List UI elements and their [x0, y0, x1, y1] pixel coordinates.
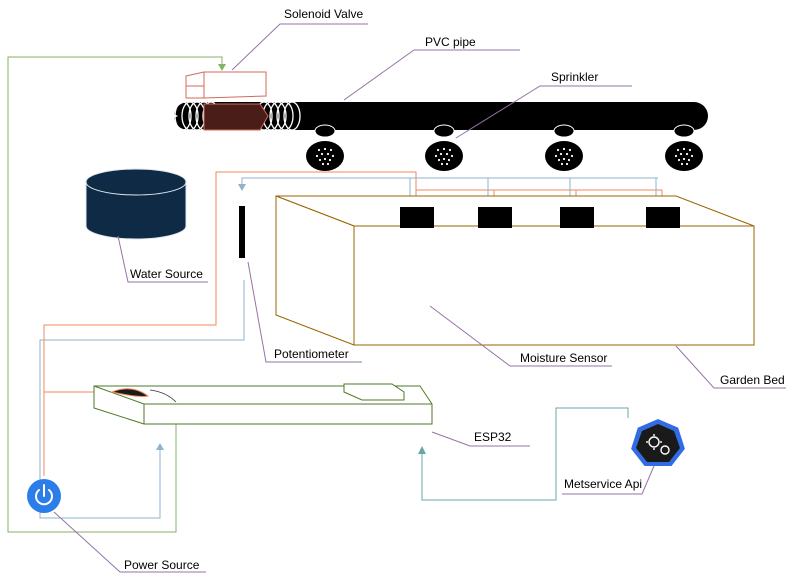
callout-sprinkler — [455, 85, 632, 139]
sprinkler-4 — [665, 124, 703, 171]
blue-arrow-esp32 — [156, 443, 164, 450]
api-arrow-esp32 — [418, 446, 426, 454]
label-sprinkler: Sprinkler — [551, 70, 598, 84]
metservice-api-badge — [628, 416, 688, 468]
esp32-board — [93, 383, 433, 425]
sprinkler-3 — [545, 124, 583, 171]
blue-sensor-wire — [241, 177, 658, 185]
label-power-source: Power Source — [124, 558, 200, 572]
callout-esp32 — [431, 431, 530, 447]
callout-potentiometer — [247, 261, 362, 363]
callout-power-source — [53, 511, 206, 573]
power-source-button — [27, 479, 61, 513]
green-power-wire — [7, 56, 223, 533]
label-potentiometer: Potentiometer — [274, 347, 349, 361]
power-icon — [35, 484, 53, 506]
callout-garden-bed — [675, 345, 786, 389]
water-source-tank — [85, 168, 187, 240]
blue-potentiometer-wire — [39, 280, 245, 519]
label-metservice-api: Metservice Api — [564, 477, 642, 491]
blue-arrow-potentiometer — [238, 184, 246, 191]
kubernetes-style-api-icon — [646, 434, 670, 455]
moisture-sensors — [400, 207, 680, 228]
garden-bed — [275, 195, 755, 346]
label-esp32: ESP32 — [474, 430, 512, 444]
label-moisture-sensor: Moisture Sensor — [520, 351, 607, 365]
label-garden-bed: Garden Bed — [720, 373, 785, 387]
callout-pvc-pipe — [343, 49, 520, 101]
label-solenoid-valve: Solenoid Valve — [284, 7, 363, 21]
callout-water-source — [117, 235, 208, 283]
callout-lines — [53, 23, 786, 573]
sprinklers — [306, 124, 703, 171]
sprinkler-2 — [425, 124, 463, 171]
callout-moisture-sensor — [429, 305, 612, 367]
label-water-source: Water Source — [130, 267, 203, 281]
callout-metservice-api — [562, 465, 655, 495]
orange-sensor-wire — [43, 171, 417, 476]
solenoid-valve — [185, 71, 269, 131]
esp32-antenna — [110, 388, 150, 397]
moisture-sensor-3 — [560, 207, 594, 228]
api-wire — [421, 407, 629, 501]
callout-solenoid-valve — [231, 23, 368, 71]
label-pvc-pipe: PVC pipe — [425, 35, 476, 49]
moisture-sensor-4 — [646, 207, 680, 228]
moisture-sensor-2 — [478, 207, 512, 228]
moisture-sensor-1 — [400, 207, 434, 228]
sprinkler-1 — [306, 124, 344, 171]
esp32-chip — [343, 383, 405, 401]
potentiometer-device — [239, 206, 245, 258]
green-wire-arrowhead — [218, 64, 226, 71]
arrow-right-icon — [168, 111, 178, 121]
